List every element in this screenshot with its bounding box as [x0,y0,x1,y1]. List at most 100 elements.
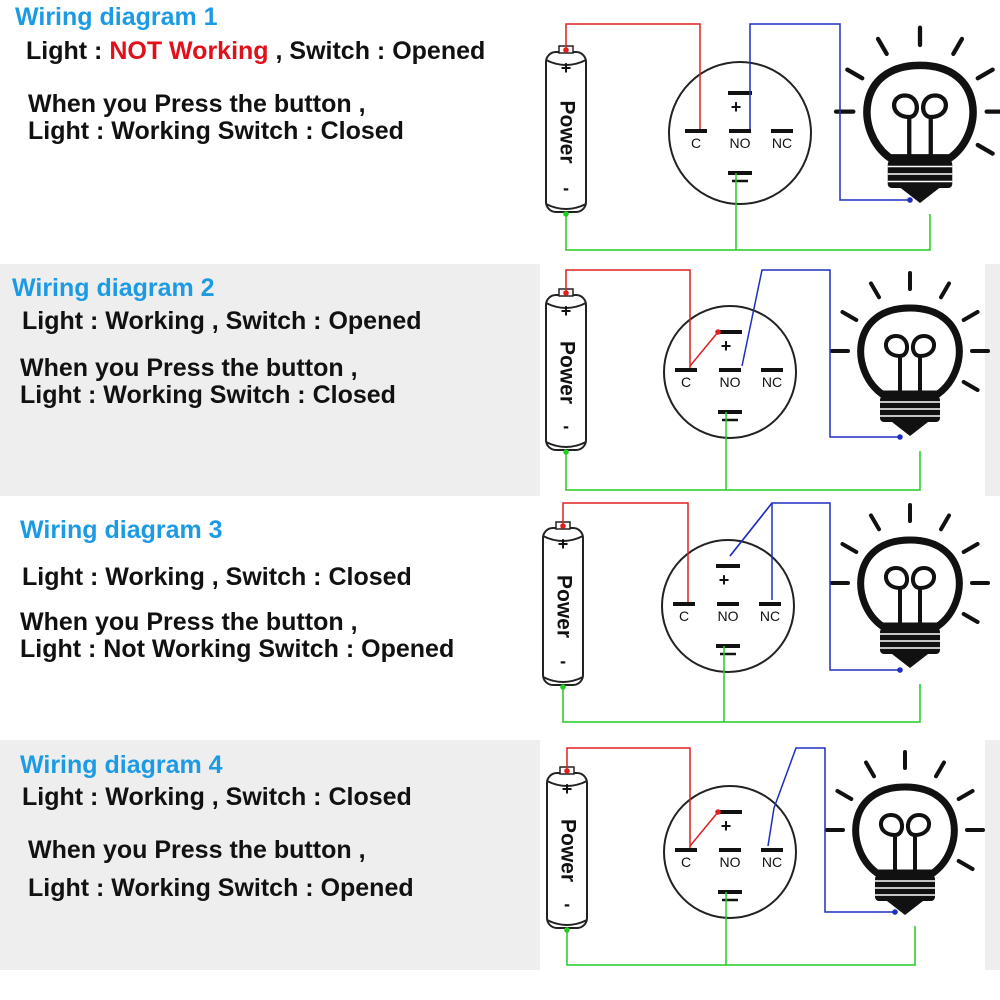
bulb-ray [835,789,854,801]
battery-minus-label: - [564,894,570,914]
battery-power-label: Power [552,575,575,638]
wiring-panel-1: Wiring diagram 1 Light : NOT Working , S… [0,0,1000,262]
wire-red-positive [565,269,691,368]
battery-top-edge [545,59,587,66]
wire-green-node [563,211,569,217]
wire-green-ground [565,451,921,491]
battery-top-edge [546,780,588,787]
wire-red-node [560,523,566,529]
bulb-ray [845,67,865,81]
wire-red-node [563,47,569,53]
light-bulb-icon [857,304,963,398]
battery-minus-label: - [563,178,569,198]
diagram-3-result: Light : Not Working Switch : Opened [20,635,455,663]
terminal-no-label: NO [720,854,741,870]
battery-bottom-edge [545,441,587,448]
bulb-ray [869,281,881,300]
wiring-panel-2: Wiring diagram 2 Light : Working , Switc… [0,264,1000,496]
bulb-ray [961,310,980,322]
battery-bottom-edge [545,203,587,210]
wire-green-node [560,684,566,690]
bulb-tip [900,188,940,204]
bulb-tip [892,654,928,668]
wire-green-ground [566,926,916,966]
wire-green-node [563,449,569,455]
diagram-4-press: When you Press the button , [28,836,366,864]
battery-plus-label: + [558,534,569,554]
battery-minus-label: - [560,651,566,671]
battery-top-edge [545,302,587,309]
diagram-title-2: Wiring diagram 2 [12,274,215,302]
bulb-ray [975,142,995,156]
bulb-ray [864,760,876,779]
terminal-c-label: C [679,608,689,624]
bulb-ray [934,760,946,779]
wire-red-led [689,811,719,847]
battery-bottom-edge [542,676,584,683]
diagram-title-1: Wiring diagram 1 [15,3,218,31]
led-plus-label: + [731,97,742,117]
diagram-3-press: When you Press the button , [20,608,358,636]
battery-plus-label: + [561,301,572,321]
not-working-warning: NOT Working [109,37,269,65]
terminal-no-label: NO [720,374,741,390]
switch-state: , Switch : Opened [268,37,486,65]
diagram-2-press: When you Press the button , [20,354,358,382]
led-plus-label: + [719,570,730,590]
diagram-2-state: Light : Working , Switch : Opened [22,307,422,335]
diagram-2-result: Light : Working Switch : Closed [20,381,396,409]
bulb-ray [840,542,859,554]
wire-red-led-node [715,809,721,815]
bulb-ray [956,789,975,801]
bulb-filament [884,565,936,626]
battery-top-edge [542,535,584,542]
wire-red-positive [562,502,689,602]
terminal-nc-label: NC [762,374,782,390]
wire-red-led-node [715,329,721,335]
bulb-ray [939,513,951,532]
wire-red-positive [565,23,701,129]
bulb-ray [961,612,980,624]
battery-power-label: Power [555,100,578,163]
bulb-ray [961,380,980,392]
wire-blue-node [897,667,903,673]
terminal-no-label: NO [718,608,739,624]
light-bulb-icon [857,536,963,630]
wire-blue-node [892,909,898,915]
wire-red-positive [566,747,691,848]
diagram-4-state: Light : Working , Switch : Closed [22,783,412,811]
bulb-tip [892,422,928,436]
bulb-ray [840,310,859,322]
battery-power-label: Power [556,819,579,882]
terminal-c-label: C [681,854,691,870]
bulb-ray [875,36,889,57]
bulb-ray [961,542,980,554]
wire-red-node [564,768,570,774]
bulb-filament [884,333,936,394]
wire-blue-node [907,197,913,203]
bulb-ray [869,513,881,532]
bulb-ray [951,36,965,57]
terminal-nc-label: NC [760,608,780,624]
wire-red-led [689,331,719,367]
bulb-filament [892,93,948,158]
diagram-4-result: Light : Working Switch : Opened [28,874,414,902]
wire-blue-led [729,502,773,557]
light-bulb-icon [863,61,977,162]
diagram-1-state: Light : NOT Working , Switch : Opened [26,37,485,66]
wire-blue-load [741,269,900,438]
bulb-tip [887,901,923,915]
wire-green-ground [562,684,921,723]
wiring-panel-4: Wiring diagram 4 Light : Working , Switc… [0,740,1000,970]
diagram-1-press: When you Press the button , [28,90,366,118]
diagram-title-3: Wiring diagram 3 [20,516,223,544]
bulb-ray [956,859,975,871]
diagram-3-state: Light : Working , Switch : Closed [22,563,412,591]
terminal-c-label: C [681,374,691,390]
diagram-title-4: Wiring diagram 4 [20,751,223,779]
bulb-ray [939,281,951,300]
terminal-c-label: C [691,135,701,151]
